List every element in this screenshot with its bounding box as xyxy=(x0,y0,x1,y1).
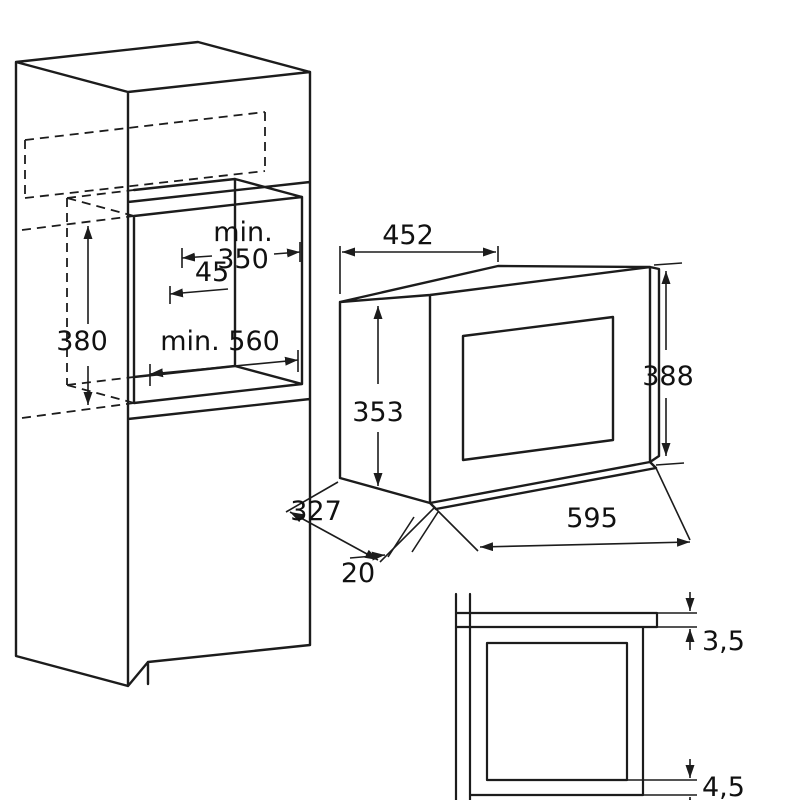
dim-extensions xyxy=(653,262,685,466)
dim-label-min: min. xyxy=(213,217,273,248)
dim-label-4-5: 4,5 xyxy=(702,772,745,800)
dim-label-595: 595 xyxy=(566,503,618,534)
cabinet-unit: min. 350 45 380 min. 560 xyxy=(14,40,312,688)
dim-body-width-452: 452 xyxy=(339,220,499,294)
dim-label-min-560: min. 560 xyxy=(160,326,280,357)
dim-body-depth-327: 327 xyxy=(285,481,435,563)
dim-arrow xyxy=(289,511,379,561)
microwave-oven: 452 353 388 595 327 xyxy=(285,220,694,589)
dim-arrow xyxy=(479,537,691,552)
dim-label-380: 380 xyxy=(56,326,108,357)
dim-extensions xyxy=(645,612,697,628)
dim-frame-height-388: 388 xyxy=(642,262,694,466)
dim-extensions xyxy=(387,511,439,558)
dim-arrow-right xyxy=(273,248,301,258)
dim-gap-top-3-5: 3,5 xyxy=(645,592,745,657)
dim-label-20: 20 xyxy=(341,558,375,589)
dim-extensions xyxy=(339,246,499,294)
dim-arrow xyxy=(149,356,299,378)
dim-label-3-5: 3,5 xyxy=(702,626,745,657)
dim-label-452: 452 xyxy=(382,220,434,251)
dim-extensions xyxy=(285,481,435,563)
dim-extensions xyxy=(627,779,697,796)
cabinet-outline xyxy=(14,40,312,688)
dim-frame-width-595: 595 xyxy=(435,467,691,552)
dim-gap-bottom-4-5: 4,5 xyxy=(627,759,745,800)
dim-label-388: 388 xyxy=(642,361,694,392)
dim-frame-protrusion-20: 20 xyxy=(341,511,439,589)
dim-niche-width-min-560: min. 560 xyxy=(149,326,299,386)
dim-niche-height-380: 380 xyxy=(56,226,108,405)
dim-arrow xyxy=(169,288,229,298)
oven-outline xyxy=(338,264,661,511)
dim-niche-depth-min-350: min. 350 xyxy=(181,217,301,275)
dim-label-327: 327 xyxy=(290,496,342,527)
dim-clearance-45: 45 xyxy=(169,257,229,304)
dim-label-45: 45 xyxy=(195,257,229,288)
dim-arrow-left xyxy=(181,252,213,262)
dim-arrow xyxy=(349,551,386,561)
detail-section-view: 3,5 4,5 xyxy=(454,592,745,800)
dim-body-height-353: 353 xyxy=(352,306,404,486)
detail-outline xyxy=(454,592,659,800)
dim-label-353: 353 xyxy=(352,397,404,428)
dim-extensions xyxy=(435,467,691,552)
cabinet-hidden-edges xyxy=(21,111,266,419)
dim-label-350: 350 xyxy=(217,244,269,275)
